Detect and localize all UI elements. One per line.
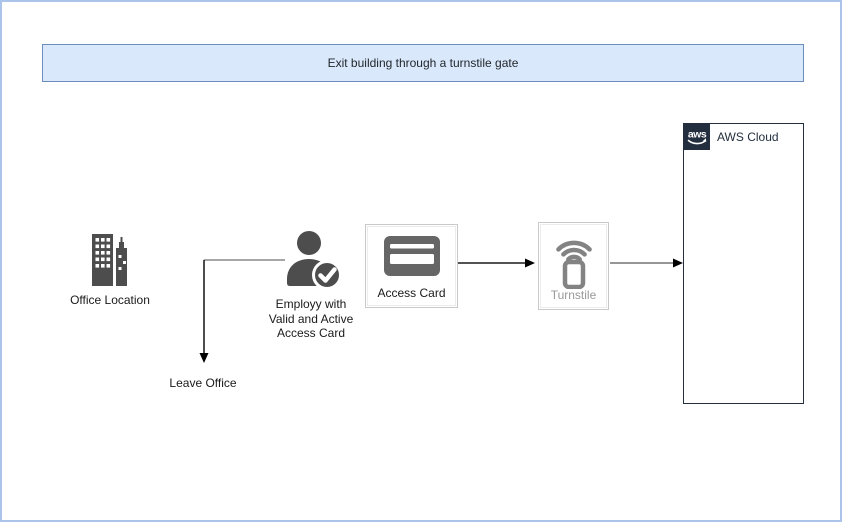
turnstile-node[interactable]: Turnstile [538,222,609,310]
credit-card-icon [383,235,441,277]
aws-cloud-container[interactable]: aws AWS Cloud [683,123,804,404]
employee-label-line3: Access Card [276,326,346,340]
contactless-reader-icon [552,231,596,289]
office-building-icon [91,234,129,286]
office-location-label: Office Location [70,293,150,307]
aws-cloud-label: AWS Cloud [717,130,779,144]
employee-label: Employy with Valid and Active Access Car… [250,297,372,341]
aws-logo-icon: aws [684,124,710,150]
aws-badge-text: aws [688,129,707,141]
office-location-node[interactable] [91,234,129,286]
access-card-node[interactable]: Access Card [365,224,458,308]
employee-label-line1: Employy with [275,297,347,311]
title-banner[interactable]: Exit building through a turnstile gate [42,44,804,82]
title-banner-label: Exit building through a turnstile gate [327,56,519,70]
access-card-label: Access Card [377,285,446,300]
employee-label-line2: Valid and Active [268,311,354,326]
leave-office-label: Leave Office [169,376,237,390]
employee-node[interactable] [285,230,341,292]
turnstile-label: Turnstile [550,287,597,302]
person-check-icon [285,230,341,292]
